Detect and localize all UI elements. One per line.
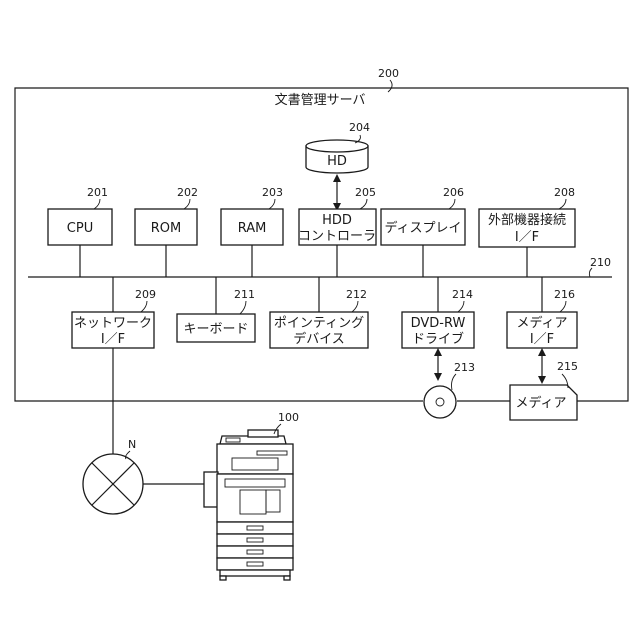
rom-ref: 202 — [177, 186, 198, 199]
display-block: ディスプレイ — [381, 209, 465, 245]
dvd-ref-leader — [458, 301, 464, 312]
net-ref-leader — [141, 301, 147, 312]
rom-ref-leader — [184, 199, 190, 209]
disc-arrow-down — [434, 373, 442, 381]
disc-ref-leader — [452, 374, 457, 390]
server-ref-leader — [388, 80, 392, 92]
dvd-label-1: DVD-RW — [411, 316, 466, 331]
display-label: ディスプレイ — [384, 220, 461, 236]
disc-ref: 213 — [454, 361, 475, 374]
ext-ref: 208 — [554, 186, 575, 199]
media-label: メディア — [515, 395, 566, 411]
ram-ref-leader — [269, 199, 275, 209]
network-symbol — [83, 454, 143, 514]
hdd-controller-block: HDD コントローラ — [298, 209, 376, 245]
dvd-drive-block: DVD-RW ドライブ — [402, 312, 474, 348]
cpu-ref: 201 — [87, 186, 108, 199]
media-if-block: メディア I／F — [507, 312, 577, 348]
ptr-ref: 212 — [346, 288, 367, 301]
media-ref: 215 — [557, 360, 578, 373]
ext-if-block: 外部機器接続 I／F — [479, 209, 575, 247]
mif-ref: 216 — [554, 288, 575, 301]
hdd-ref: 205 — [355, 186, 376, 199]
rom-block: ROM — [135, 209, 197, 245]
server-title: 文書管理サーバ — [275, 93, 366, 108]
ram-block: RAM — [221, 209, 283, 245]
bus-ref: 210 — [590, 256, 611, 269]
keyboard-block: キーボード — [177, 314, 255, 342]
mif-arrow-up — [538, 348, 546, 356]
media-arrow-down — [538, 376, 546, 384]
dvd-arrow-up — [434, 348, 442, 356]
display-ref-leader — [449, 199, 455, 209]
ptr-ref-leader — [352, 301, 358, 312]
mif-label-2: I／F — [530, 332, 554, 347]
net-label-1: ネットワーク — [74, 316, 152, 331]
network-label: N — [128, 438, 136, 451]
hd-cylinder: HD — [306, 140, 368, 173]
printer-ref: 100 — [278, 411, 299, 424]
hd-ref: 204 — [349, 121, 370, 134]
cpu-ref-leader — [94, 199, 100, 209]
ram-label: RAM — [238, 221, 267, 236]
disc-icon — [424, 386, 456, 418]
hdd-label-2: コントローラ — [298, 229, 376, 244]
cpu-block: CPU — [48, 209, 112, 245]
cpu-label: CPU — [67, 221, 93, 236]
rom-label: ROM — [151, 221, 181, 236]
media-card: メディア — [510, 385, 577, 420]
mif-ref-leader — [560, 301, 566, 312]
network-if-block: ネットワーク I／F — [72, 312, 154, 348]
server-ref: 200 — [378, 67, 399, 80]
kbd-ref-leader — [240, 301, 246, 314]
printer-icon — [204, 430, 293, 580]
kbd-label: キーボード — [183, 322, 248, 337]
hdd-ref-leader — [360, 199, 367, 209]
ext-label-2: I／F — [515, 230, 539, 245]
hdd-label-1: HDD — [322, 213, 352, 228]
ptr-label-1: ポインティング — [274, 316, 364, 331]
dvd-ref: 214 — [452, 288, 473, 301]
pointing-device-block: ポインティング デバイス — [270, 312, 368, 348]
bus-ref-leader — [589, 268, 592, 277]
mif-label-1: メディア — [516, 315, 567, 331]
ptr-label-2: デバイス — [293, 331, 345, 347]
ram-ref: 203 — [262, 186, 283, 199]
ext-label-1: 外部機器接続 — [488, 212, 566, 228]
display-ref: 206 — [443, 186, 464, 199]
dvd-label-2: ドライブ — [412, 331, 464, 347]
net-label-2: I／F — [101, 332, 125, 347]
ext-ref-leader — [559, 199, 566, 209]
net-ref: 209 — [135, 288, 156, 301]
hd-arrow-up — [333, 174, 341, 182]
kbd-ref: 211 — [234, 288, 255, 301]
hd-label: HD — [327, 154, 347, 169]
